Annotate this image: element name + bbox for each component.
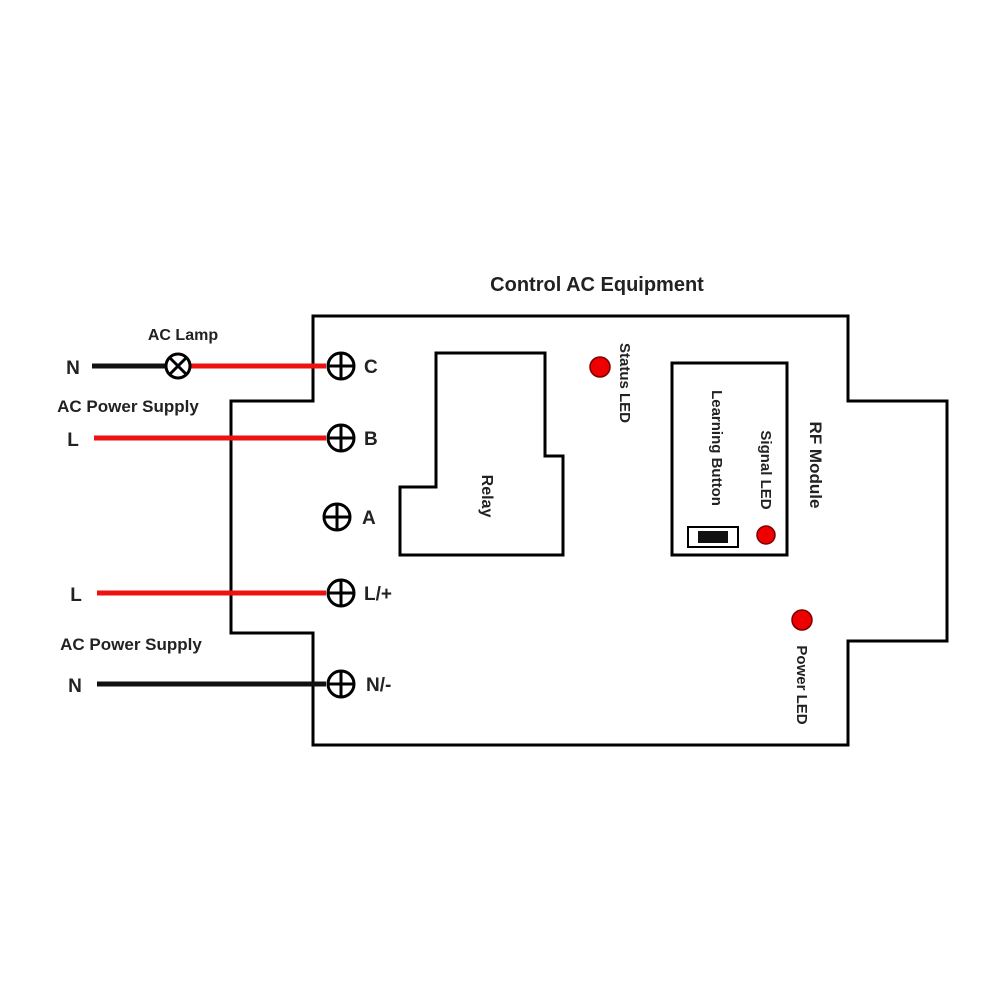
learning-button[interactable]	[687, 526, 739, 548]
top-supply-label: AC Power Supply	[57, 397, 199, 416]
terminal-a-icon	[322, 502, 352, 532]
bottom-supply-label: AC Power Supply	[60, 635, 202, 654]
power-led-label: Power LED	[793, 645, 810, 724]
status-led-label: Status LED	[616, 343, 633, 423]
lamp-neutral-label: N	[66, 358, 80, 379]
status-led	[589, 356, 611, 378]
terminal-a-label: A	[362, 508, 376, 529]
terminal-b-label: B	[364, 429, 378, 450]
signal-led	[756, 525, 776, 545]
diagram-title: Control AC Equipment	[490, 274, 704, 296]
enclosure-outline	[229, 314, 949, 747]
rf-module-box	[670, 361, 789, 557]
top-live-label: L	[67, 430, 79, 451]
rf-module-label: RF Module	[806, 422, 825, 509]
ac-lamp-label: AC Lamp	[148, 327, 218, 344]
terminal-n-minus-label: N/-	[366, 675, 391, 696]
relay-label: Relay	[478, 475, 495, 518]
terminal-l-plus-icon	[326, 578, 356, 608]
terminal-c-label: C	[364, 357, 378, 378]
ac-lamp-icon	[164, 352, 192, 380]
terminal-b-icon	[326, 423, 356, 453]
terminal-n-minus-icon	[326, 669, 356, 699]
signal-led-label: Signal LED	[757, 430, 774, 509]
learning-button-label: Learning Button	[708, 390, 725, 506]
terminal-c-icon	[326, 351, 356, 381]
relay-outline	[398, 351, 565, 557]
power-led	[791, 609, 813, 631]
bottom-live-label: L	[70, 585, 82, 606]
bottom-neutral-label: N	[68, 676, 82, 697]
terminal-l-plus-label: L/+	[364, 584, 392, 605]
